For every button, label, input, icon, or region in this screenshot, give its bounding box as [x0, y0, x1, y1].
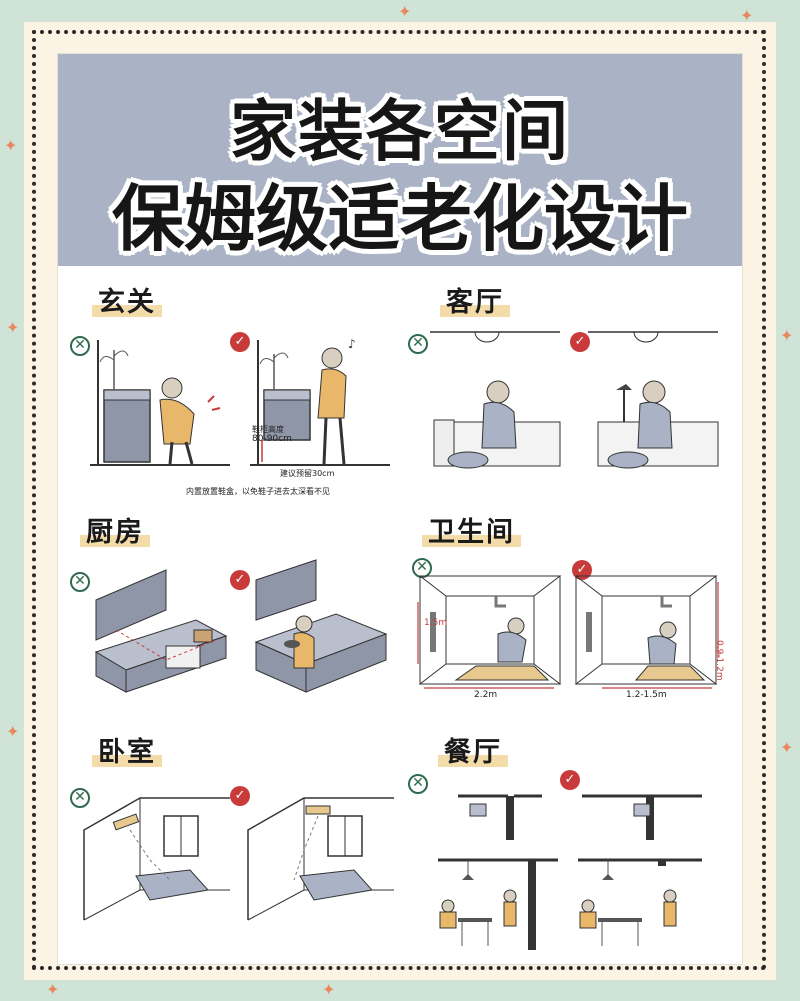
bathroom-wrong-illustration: [417, 575, 562, 689]
bedroom-wrong-illustration: [83, 797, 230, 921]
title-line-2: 保姆级适老化设计: [111, 177, 688, 261]
section-bedroom: 卧室: [92, 730, 162, 769]
title-line-1: 家装各空间: [230, 93, 570, 170]
section-living: 客厅: [440, 280, 510, 319]
section-label: 卫生间: [428, 517, 515, 548]
circle-x-icon: ✕: [408, 334, 428, 354]
check-circle-icon: ✓: [570, 332, 590, 352]
star-decoration: ✦: [6, 722, 20, 741]
section-label: 客厅: [446, 287, 504, 318]
check-circle-icon: ✓: [560, 770, 580, 790]
star-decoration: ✦: [322, 980, 336, 999]
gap-caption: 建议预留30cm: [280, 469, 335, 478]
header-banner: [58, 54, 742, 266]
star-decoration: ✦: [4, 136, 18, 155]
living-wrong-illustration: [430, 331, 561, 469]
star-decoration: ✦: [398, 2, 412, 21]
bedroom-correct-illustration: [247, 797, 394, 921]
cabinet-height-value: 80-90cm: [252, 434, 292, 444]
entry-correct-illustration: ♪: [250, 337, 390, 466]
check-circle-icon: ✓: [230, 570, 250, 590]
check-circle-icon: ✓: [572, 560, 592, 580]
check-circle-icon: ✓: [230, 332, 250, 352]
bathroom-vertical-dim: 0.9-1.2m: [714, 640, 724, 681]
star-decoration: ✦: [780, 738, 794, 757]
section-label: 玄关: [98, 287, 156, 318]
svg-text:♪: ♪: [348, 337, 356, 351]
dining-correct-illustration: [578, 794, 702, 946]
circle-x-icon: ✕: [408, 774, 428, 794]
section-label: 卧室: [98, 737, 156, 768]
dining-wrong-illustration: [438, 794, 558, 950]
section-bathroom: 卫生间: [422, 510, 521, 549]
section-dining: 餐厅: [438, 730, 508, 769]
kitchen-wrong-illustration: [94, 569, 228, 693]
bathroom-correct-illustration: [574, 575, 719, 689]
star-decoration: ✦: [46, 980, 60, 999]
entry-wrong-illustration: [90, 340, 230, 466]
circle-x-icon: ✕: [70, 788, 90, 808]
star-decoration: ✦: [740, 6, 754, 25]
entry-note-caption: 内置放置鞋盒，以免鞋子进去太深看不见: [186, 487, 330, 496]
bathroom-height-dim: 1.5m: [424, 618, 448, 628]
circle-x-icon: ✕: [70, 336, 90, 356]
star-decoration: ✦: [6, 318, 20, 337]
circle-x-icon: ✕: [70, 572, 90, 592]
kitchen-correct-illustration: [254, 559, 388, 693]
bathroom-width-good-dim: 1.2-1.5m: [626, 690, 667, 700]
section-label: 餐厅: [444, 737, 502, 768]
section-entry: 玄关: [92, 280, 162, 319]
check-circle-icon: ✓: [230, 786, 250, 806]
section-label: 厨房: [86, 517, 144, 548]
cabinet-height-caption: 鞋柜高度: [252, 425, 284, 434]
star-decoration: ✦: [780, 326, 794, 345]
bathroom-width-bad-dim: 2.2m: [474, 690, 498, 700]
living-correct-illustration: [588, 331, 719, 469]
dotted-border: [32, 30, 766, 970]
section-kitchen: 厨房: [80, 510, 150, 549]
